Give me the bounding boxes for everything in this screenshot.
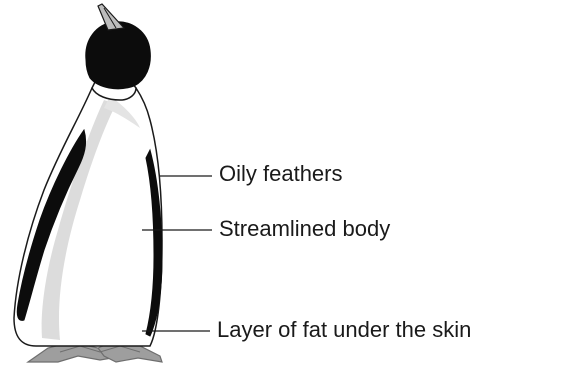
label-oily-feathers: Oily feathers	[219, 163, 343, 185]
label-fat-layer: Layer of fat under the skin	[217, 319, 471, 341]
penguin-head	[86, 22, 151, 89]
label-streamlined-body: Streamlined body	[219, 218, 390, 240]
penguin-back	[14, 88, 162, 346]
